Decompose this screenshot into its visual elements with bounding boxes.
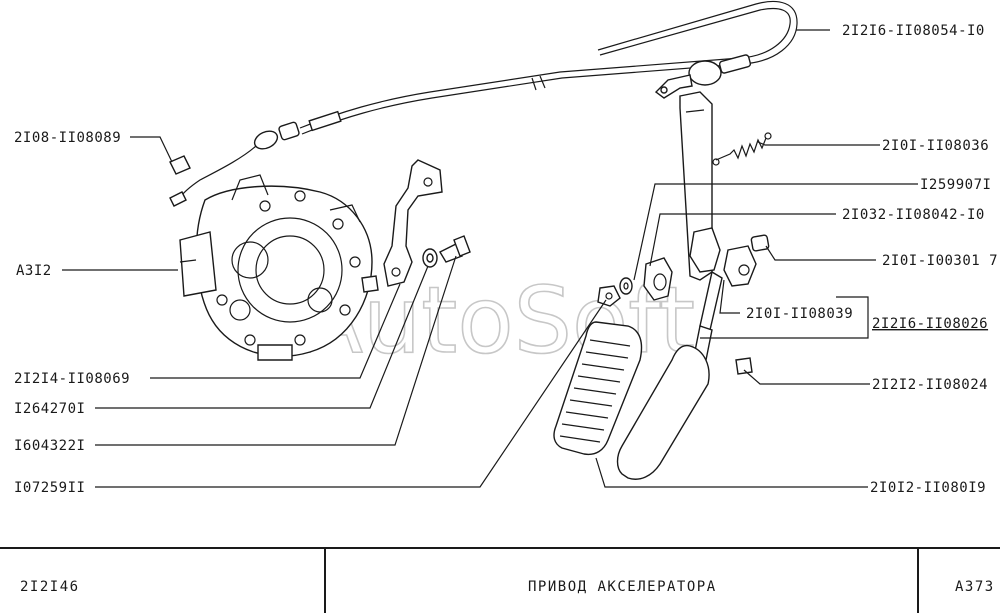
label-pad: 2I2I2-II08024 — [872, 377, 988, 393]
footer-model: 2I2I46 — [20, 579, 80, 595]
pedal-pad-ribs — [559, 339, 631, 443]
label-carburetor: A3I2 — [16, 263, 52, 279]
label-bracket: 2I2I4-II08069 — [14, 371, 130, 387]
washer-and-bolt — [422, 235, 471, 268]
label-spring: 2I0I-II08036 — [882, 138, 989, 154]
label-cable-end: 2I08-II08089 — [14, 130, 121, 146]
footer-title: ПРИВОД АКСЕЛЕРАТОРА — [528, 579, 717, 595]
pedal-mechanism — [553, 91, 772, 480]
label-part-1259907: I259907I — [920, 177, 991, 193]
carburetor-illustration — [179, 174, 379, 361]
footer-code: A373 — [955, 579, 995, 595]
label-bolt: I604322I — [14, 438, 85, 454]
carburetor-bracket — [383, 159, 443, 287]
leader-lines — [62, 29, 918, 488]
return-spring — [712, 132, 772, 166]
label-cable-full: 2I2I6-II08054-I0 — [842, 23, 985, 39]
label-pedal: 2I0I2-II080I9 — [870, 480, 986, 496]
label-pedal-assembly: 2I2I6-II08026 — [872, 316, 988, 332]
label-bushing: 2I0I-I00301 7 — [882, 253, 998, 269]
label-pedal-bracket: 2I0I-II08039 — [746, 306, 853, 322]
label-nut: I07259II — [14, 480, 85, 496]
label-washer: I264270I — [14, 401, 85, 417]
title-block — [0, 547, 1000, 613]
label-bracket-2: 2I032-II08042-I0 — [842, 207, 985, 223]
accelerator-cable — [169, 0, 798, 207]
